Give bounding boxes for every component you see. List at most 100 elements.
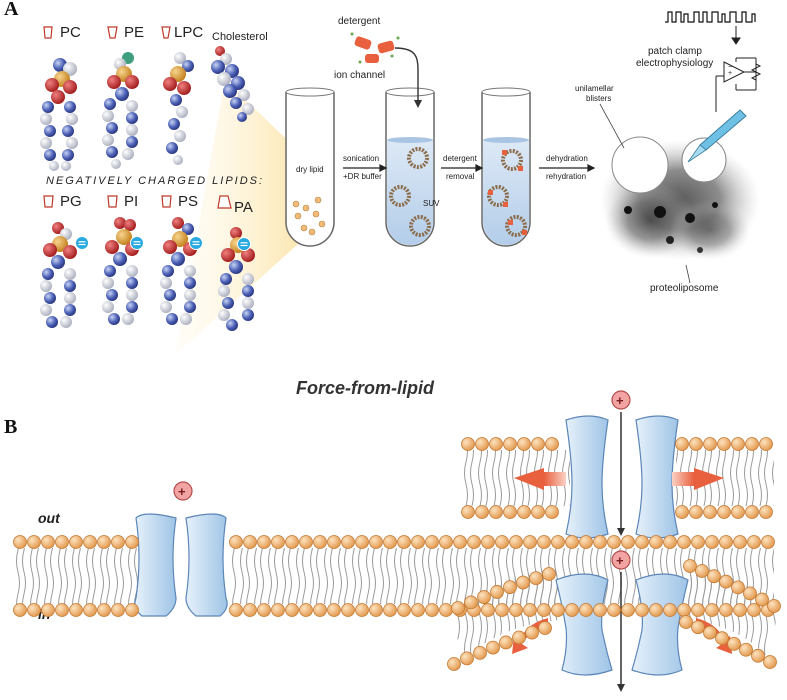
lipid-head <box>451 601 465 615</box>
ion-channel-icon <box>350 32 400 64</box>
cholesterol-label: Cholesterol <box>212 31 268 43</box>
lipid-head <box>495 603 509 617</box>
lipid-head <box>739 642 753 657</box>
sonication-label: sonication <box>343 154 380 163</box>
lipid-label-pe: PE <box>124 24 145 41</box>
dry-lipid-label: dry lipid <box>296 165 324 174</box>
lipid-models-top <box>40 46 254 171</box>
lipid-head <box>271 603 285 617</box>
lipid-head <box>579 535 593 549</box>
ion-closed: + <box>173 481 193 501</box>
lipid-head <box>97 603 111 617</box>
lipid-head <box>727 636 741 651</box>
membrane-out-label: out <box>38 510 60 526</box>
lipid-head <box>607 603 621 617</box>
lipid-head <box>593 603 607 617</box>
lipid-head <box>719 535 733 549</box>
lipid-head <box>495 535 509 549</box>
lipid-head <box>411 603 425 617</box>
lipid-head <box>41 535 55 549</box>
lipid-head <box>621 535 635 549</box>
lipid-head <box>369 535 383 549</box>
amplifier-plus: + <box>728 70 732 77</box>
lipid-head <box>703 505 717 519</box>
lipid-head <box>27 603 41 617</box>
lipid-head <box>411 535 425 549</box>
lipid-head <box>649 535 663 549</box>
lipid-head <box>271 535 285 549</box>
lipid-head <box>731 505 745 519</box>
test-tube-dry-lipid <box>285 87 335 247</box>
ion-stretch: + <box>611 390 631 536</box>
lipid-head <box>745 505 759 519</box>
lipid-label-ps: PS <box>178 193 199 210</box>
lipid-head <box>733 535 747 549</box>
lipid-head <box>745 437 759 451</box>
lipid-head <box>691 535 705 549</box>
lipid-label-pa: PA <box>234 199 253 216</box>
lipid-head <box>313 535 327 549</box>
lipid-head <box>537 603 551 617</box>
lipid-head <box>125 603 139 617</box>
lipid-head <box>397 603 411 617</box>
lipid-head <box>229 603 243 617</box>
lipid-head <box>679 615 693 629</box>
panel-a-letter: A <box>4 0 19 20</box>
lipid-head <box>621 603 635 617</box>
process-arrows <box>343 164 596 172</box>
lipid-head <box>464 595 478 610</box>
lipid-head <box>439 535 453 549</box>
lipid-head <box>425 603 439 617</box>
dehydration-label: dehydration <box>546 154 588 163</box>
lipid-head <box>467 535 481 549</box>
lipid-head <box>545 505 559 519</box>
lipid-head <box>257 535 271 549</box>
lipid-head <box>299 603 313 617</box>
channel-closed <box>134 513 228 617</box>
lipid-head <box>691 620 705 635</box>
lipid-head <box>759 505 773 519</box>
channel-open-stretch <box>565 415 679 539</box>
lipid-head <box>447 657 461 671</box>
proteoliposome-micrograph <box>600 136 760 260</box>
rehydration-label: rehydration <box>546 172 587 181</box>
lipid-head <box>717 505 731 519</box>
lipid-head <box>689 505 703 519</box>
lipid-head <box>635 603 649 617</box>
lipid-head <box>677 603 691 617</box>
blisters-label: blisters <box>586 94 612 103</box>
lipid-head <box>683 559 697 573</box>
lipid-head <box>517 437 531 451</box>
lipid-head <box>27 535 41 549</box>
detergent-removal-label-2: removal <box>446 172 475 181</box>
lipid-head <box>490 585 504 599</box>
lipid-head <box>733 603 747 617</box>
channel-open-curve <box>555 573 689 676</box>
amplifier-minus: − <box>728 64 732 71</box>
lipid-head <box>383 535 397 549</box>
lipid-head <box>13 603 27 617</box>
lipid-head <box>743 586 757 601</box>
lipid-head <box>525 625 539 640</box>
lipid-head <box>69 535 83 549</box>
lipid-head <box>747 603 761 617</box>
lipid-head <box>542 567 556 581</box>
lipid-head <box>383 603 397 617</box>
unilamellar-label: unilamellar <box>575 84 614 93</box>
patch-pipette <box>687 96 747 163</box>
lipid-head <box>355 603 369 617</box>
lipid-head <box>523 603 537 617</box>
lipid-head <box>523 535 537 549</box>
lipid-head <box>545 437 559 451</box>
lipid-head <box>55 535 69 549</box>
lipid-head <box>489 505 503 519</box>
lipid-head <box>537 535 551 549</box>
lipid-head <box>439 603 453 617</box>
lipid-head <box>111 603 125 617</box>
detergent-removal-label-1: detergent <box>443 154 477 163</box>
panel-b-title: Force-from-lipid <box>296 378 434 398</box>
lipid-head <box>516 575 530 590</box>
lipid-head <box>715 631 729 646</box>
lipid-head <box>125 535 139 549</box>
